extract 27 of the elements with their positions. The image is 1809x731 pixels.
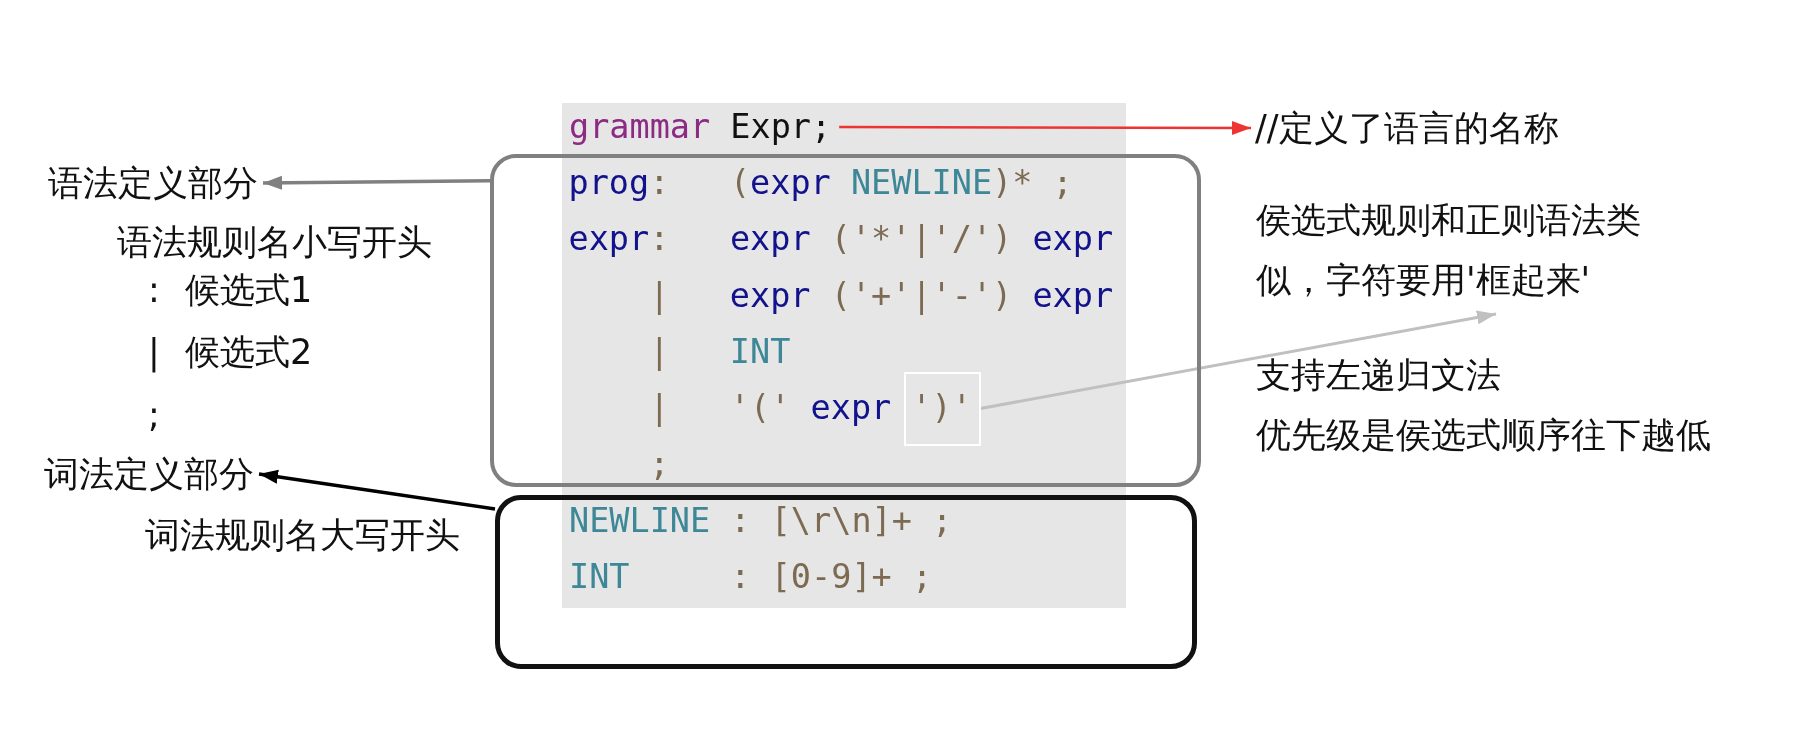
code-line: INT : [0-9]+ ; [569,557,933,597]
code-line: expr: expr ('*'|'/') expr [568,219,1114,259]
highlight-box [903,371,981,446]
annotation-text: 侯选式规则和正则语法类似，字符要用'框起来' [1256,190,1656,310]
code-line: | INT [649,331,791,372]
annotation-text: //定义了语言的名称 [1255,106,1559,150]
code-line: NEWLINE : [\r\n]+ ; [569,501,953,541]
lexer-rules-frame [495,495,1197,669]
code-line: prog: (expr NEWLINE)* ; [568,162,1073,203]
arrow [980,310,1497,410]
note-text: 语法规则名小写开头 [117,221,432,264]
note-text: 词法规则名大写开头 [145,514,460,557]
section-label: 语法定义部分 [48,161,258,205]
section-label: 词法定义部分 [44,452,254,496]
grammar-rules-frame [490,154,1201,487]
note-text: | 候选式2 [148,331,313,374]
note-text: 优先级是侯选式顺序往下越低 [1256,414,1711,457]
code-line: ; [649,444,670,484]
note-text: ; [148,394,160,437]
note-text: : 候选式1 [148,269,313,312]
arrow [839,120,1251,135]
code-line: grammar Expr; [569,107,832,147]
code-line: | expr ('+'|'-') expr [649,275,1114,316]
code-line: | '(' expr ')' [649,387,972,428]
note-text: 支持左递归文法 [1256,354,1501,397]
arrow [263,175,490,190]
arrow [258,469,496,511]
